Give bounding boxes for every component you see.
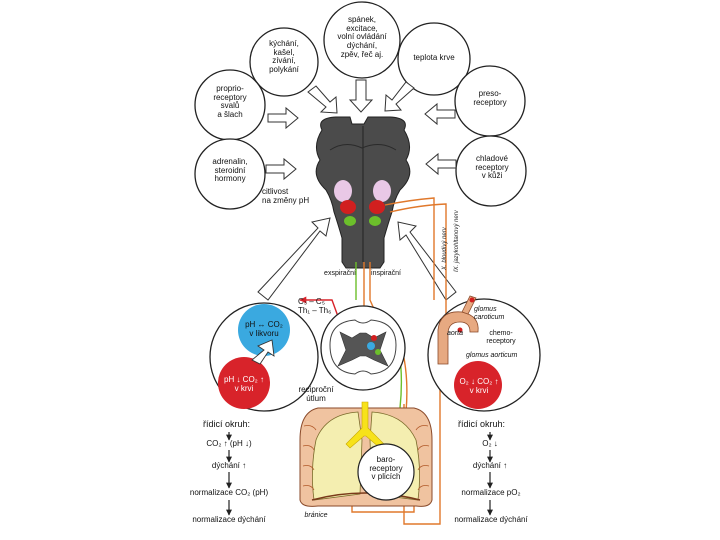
right-step-2: dýchání ↑ bbox=[472, 461, 508, 470]
csf-state-label: pH ↔ CO₂ v likvoru bbox=[245, 320, 283, 338]
aorta-label: aorta bbox=[447, 330, 463, 337]
right-step-1: O₂ ↓ bbox=[482, 439, 498, 448]
glomus-caroticum-dot bbox=[469, 297, 475, 303]
stimulus-label-top: spánek, excitace, volní ovládání dýchání… bbox=[337, 15, 387, 59]
left-step-1: CO₂ ↑ (pH ↓) bbox=[206, 439, 252, 448]
glomus-caroticum-label: glomus caroticum bbox=[474, 306, 505, 321]
chemoreceptor-label: chemo- receptory bbox=[486, 330, 516, 345]
inspiration-label: inspirační bbox=[371, 270, 401, 277]
vagus-nerve-label: X. bloudivý nerv bbox=[442, 227, 448, 270]
stimulus-label-cold: chladové receptory v kůži bbox=[475, 154, 509, 181]
blood-red-circle-left bbox=[218, 357, 270, 409]
glomus-aorticum-label: glomus aorticum bbox=[466, 352, 518, 359]
csf-blue-circle bbox=[238, 304, 290, 356]
spinal-neuron-red bbox=[371, 335, 377, 341]
green-nucleus-left bbox=[344, 216, 356, 226]
pink-nucleus-left bbox=[334, 180, 352, 202]
stimulus-label-presso: preso- receptory bbox=[473, 89, 507, 107]
ph-sensitivity-label: citlivost na změny pH bbox=[262, 187, 310, 205]
baroreceptor-circle bbox=[357, 443, 415, 501]
stimulus-circle-temperature bbox=[397, 22, 471, 96]
stimulus-arrows bbox=[257, 79, 457, 301]
stimulus-label-temperature: teplota krve bbox=[413, 53, 455, 62]
stimulus-circle-adrenalin bbox=[194, 138, 266, 210]
diaphragm-label: bránice bbox=[304, 512, 328, 519]
stimulus-circle-cold bbox=[455, 135, 527, 207]
stimulus-circle-top bbox=[323, 1, 401, 79]
right-step-4: normalizace dýchání bbox=[454, 515, 528, 524]
right-step-3: normalizace pO₂ bbox=[461, 488, 521, 497]
left-circuit-hollow-arrow bbox=[251, 339, 275, 365]
left-step-4: normalizace dýchání bbox=[192, 515, 266, 524]
left-circuit-title: řídicí okruh: bbox=[203, 419, 251, 429]
spinal-neuron-blue bbox=[367, 342, 375, 350]
trachea-bronchi bbox=[345, 401, 385, 449]
diaphragm-line bbox=[311, 492, 421, 501]
blood-red-circle-right bbox=[454, 361, 502, 409]
blood-state-label-right: O₂ ↓ CO₂ ↑ v krvi bbox=[459, 377, 499, 395]
left-step-2: dýchání ↑ bbox=[211, 461, 247, 470]
baroreceptor-label: baro- receptory v plicích bbox=[369, 455, 403, 482]
reciprocal-inhibition-label: reciproční útlum bbox=[298, 385, 334, 403]
left-step-3: normalizace CO₂ (pH) bbox=[189, 488, 269, 497]
glomus-aorticum-dot bbox=[457, 327, 463, 333]
aortic-arch bbox=[437, 311, 479, 365]
red-nucleus-right bbox=[369, 200, 385, 214]
pink-nucleus-right bbox=[373, 180, 391, 202]
brainstem-fold bbox=[329, 144, 397, 151]
glossopharyngeal-nerve-label: IX. jazykohltanový nerv bbox=[454, 210, 460, 272]
spinal-neuron-green bbox=[375, 349, 381, 355]
blood-state-label-left: pH ↓ CO₂ ↑ v krvi bbox=[224, 375, 264, 393]
right-circuit-title: řídicí okruh: bbox=[458, 419, 506, 429]
red-nucleus-left bbox=[340, 200, 356, 214]
rib-marks bbox=[302, 425, 430, 491]
green-nucleus-right bbox=[369, 216, 381, 226]
stimulus-circle-cough bbox=[249, 27, 319, 97]
stimulus-label-adrenalin: adrenalin, steroidní hormony bbox=[212, 157, 248, 184]
expiration-label: exspirační bbox=[324, 270, 356, 277]
stimulus-label-cough: kýchání, kašel, zívání, polykání bbox=[269, 39, 299, 74]
stimulus-label-proprio: proprio- receptory svalů a šlach bbox=[213, 84, 247, 119]
spinal-segments-label: C₃ – C₅ Th₁ – Th₆ bbox=[298, 297, 332, 315]
